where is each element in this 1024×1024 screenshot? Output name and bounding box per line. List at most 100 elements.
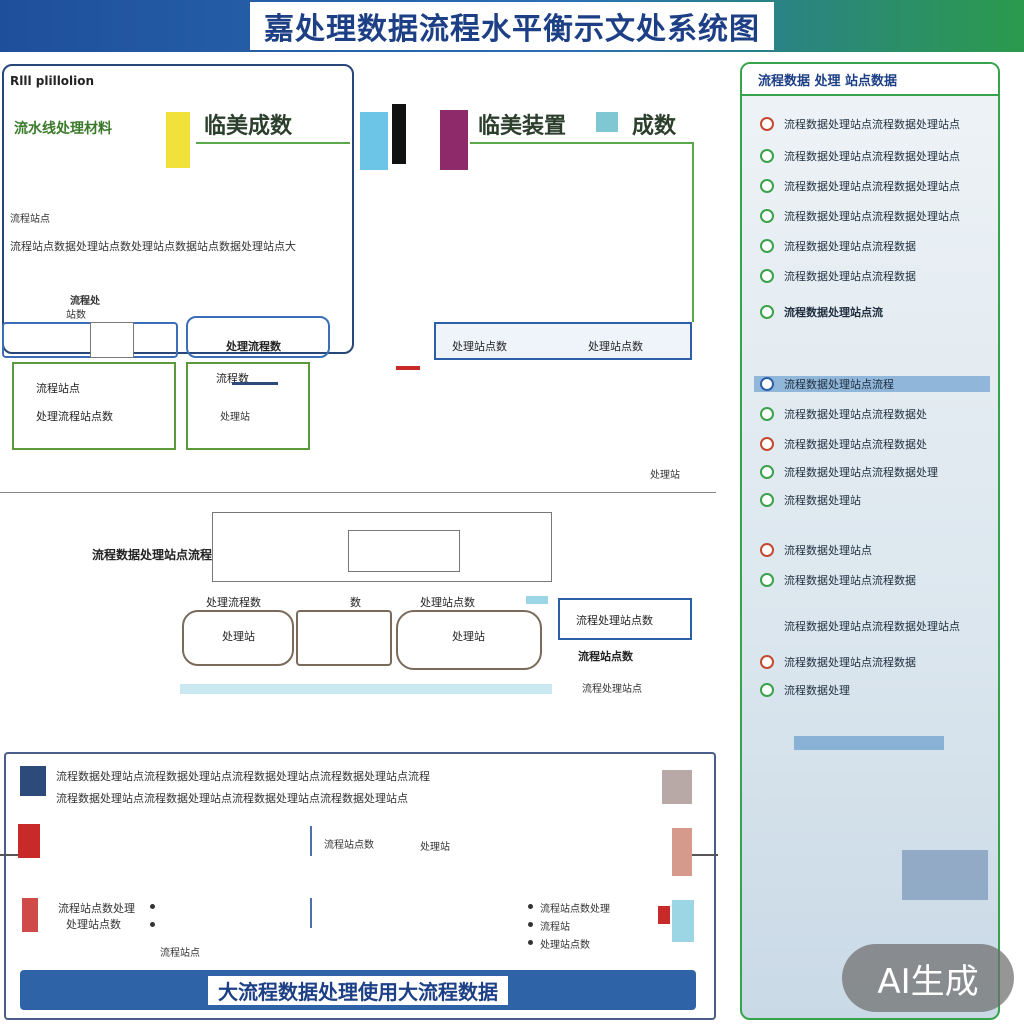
upper-left-panel (2, 64, 354, 354)
train-car-1-label: 处理站 (222, 630, 255, 643)
legend-swatch-purple (440, 110, 468, 170)
green-box-1-label: 流程站点 (36, 382, 80, 395)
col-right-c: 处理站点数 (540, 940, 590, 951)
status-icon (760, 407, 774, 421)
legend-label-left: 流水线处理材料 (14, 121, 112, 137)
list-item: 流程数据处理站点流程 (760, 376, 894, 392)
track-bar (180, 684, 552, 694)
list-item: 流程数据处理站点流程数据处理站点 (760, 148, 960, 164)
right-panel-header: 流程数据 处理 站点数据 (742, 64, 998, 96)
list-item: 流程数据处理站点流程数据 (760, 238, 916, 254)
green-box-2 (186, 362, 310, 450)
legend-label-mid: 临美成数 (204, 114, 293, 139)
row-left-b: 处理站点数 (66, 918, 121, 931)
right-panel: 流程数据 处理 站点数据 流程数据处理站点流程数据处理站点 流程数据处理站点流程… (740, 62, 1000, 1020)
lower-line-1: 流程数据处理站点流程数据处理站点流程数据处理站点流程数据处理站点流程 (56, 770, 430, 783)
connector-line (470, 142, 694, 144)
highlight-bar (794, 736, 944, 750)
column-divider (310, 898, 312, 928)
box-c-label: 处理站点数 (452, 340, 507, 353)
pink-square (672, 828, 692, 876)
status-icon (760, 269, 774, 283)
list-item: 流程数据处理站点流程数据处 (760, 406, 927, 422)
navy-marker (232, 382, 278, 385)
bullet-dot (528, 940, 533, 945)
green-box-2-label: 流程数 (216, 372, 249, 385)
list-item: 流程数据处理站点流程数据 (760, 654, 916, 670)
status-icon (760, 305, 774, 319)
mid-title: 流程数据处理站点流程 (92, 548, 213, 562)
side-label: 流程站点数 (578, 650, 633, 663)
red-marker-tiny (658, 906, 670, 924)
bottom-small-label: 流程处理站点 (582, 684, 642, 695)
green-box-1 (12, 362, 176, 450)
ai-watermark-badge: AI生成 (842, 944, 1014, 1012)
mid-inner-box (348, 530, 460, 572)
red-marker (396, 366, 420, 370)
list-item: 流程数据处理站点流程数据处理站点 (784, 620, 960, 633)
section-divider (0, 492, 716, 493)
upper-note: 流程站点数据处理站点数处理站点数据站点数据处理站点大 (10, 240, 296, 253)
lower-line-2: 流程数据处理站点流程数据处理站点流程数据处理站点流程数据处理站点 (56, 792, 408, 805)
bottom-banner-text: 大流程数据处理使用大流程数据 (208, 975, 508, 1005)
cyan-square (672, 900, 694, 942)
box-d-label: 处理站点数 (588, 340, 643, 353)
row-left-a: 流程站点数处理 (58, 902, 135, 915)
train-label-3: 处理站点数 (420, 596, 475, 609)
bullet-dot (150, 904, 155, 909)
connector-line (692, 142, 694, 322)
process-bar (434, 322, 692, 360)
navy-square (20, 766, 46, 796)
connector-line (692, 854, 718, 856)
status-icon (760, 655, 774, 669)
bullet-dot (528, 904, 533, 909)
col-right-d: 流程站点 (160, 948, 200, 959)
col-right-b: 流程站 (540, 922, 570, 933)
train-car-2 (296, 610, 392, 666)
train-car-1 (182, 610, 294, 666)
cyan-marker (526, 596, 548, 604)
green-box-2-text: 处理站 (220, 412, 250, 423)
status-icon (760, 543, 774, 557)
pipe-segment (186, 316, 330, 358)
list-item: 流程数据处理站点流程数据处理 (760, 464, 938, 480)
legend-swatch-yellow (166, 112, 190, 168)
red-square (18, 824, 40, 858)
list-item: 流程数据处理站点 (760, 542, 872, 558)
node-label-a: 流程处 (70, 296, 100, 307)
top-left-label: Rlll plillolion (10, 74, 95, 88)
train-car-3-label: 处理站 (452, 630, 485, 643)
list-item: 流程数据处理站点流程数据处理站点 (760, 116, 960, 132)
connector-line (0, 854, 18, 856)
col-mid-b: 处理站 (420, 842, 450, 853)
status-icon (760, 209, 774, 223)
chart-block (902, 850, 988, 900)
pipe-box (90, 322, 134, 358)
legend-swatch-cyan (360, 112, 388, 170)
small-right-label: 处理站 (650, 470, 680, 481)
status-icon (760, 117, 774, 131)
list-item: 流程数据处理站点流 (760, 304, 883, 320)
list-item: 流程数据处理站点流程数据处理站点 (760, 178, 960, 194)
side-box-label: 流程处理站点数 (576, 614, 653, 627)
col-right-a: 流程站点数处理 (540, 904, 610, 915)
green-box-1-label-2: 处理流程站点数 (36, 410, 113, 423)
list-item: 流程数据处理站点流程数据 (760, 268, 916, 284)
bottom-banner: 大流程数据处理使用大流程数据 (20, 970, 696, 1010)
legend-swatch-teal (596, 112, 618, 132)
status-icon (760, 149, 774, 163)
status-icon (760, 465, 774, 479)
status-icon (760, 239, 774, 253)
status-icon (760, 683, 774, 697)
list-item: 流程数据处理站点流程数据 (760, 572, 916, 588)
side-box (558, 598, 692, 640)
node-label-b: 站数 (66, 310, 86, 321)
red-marker-small (22, 898, 38, 932)
list-item: 流程数据处理站点流程数据处理站点 (760, 208, 960, 224)
train-car-3 (396, 610, 542, 670)
column-divider (310, 826, 312, 856)
box-a-label: 处理流程数 (226, 340, 281, 353)
status-icon (760, 573, 774, 587)
list-item: 流程数据处理 (760, 682, 850, 698)
gray-square (662, 770, 692, 804)
